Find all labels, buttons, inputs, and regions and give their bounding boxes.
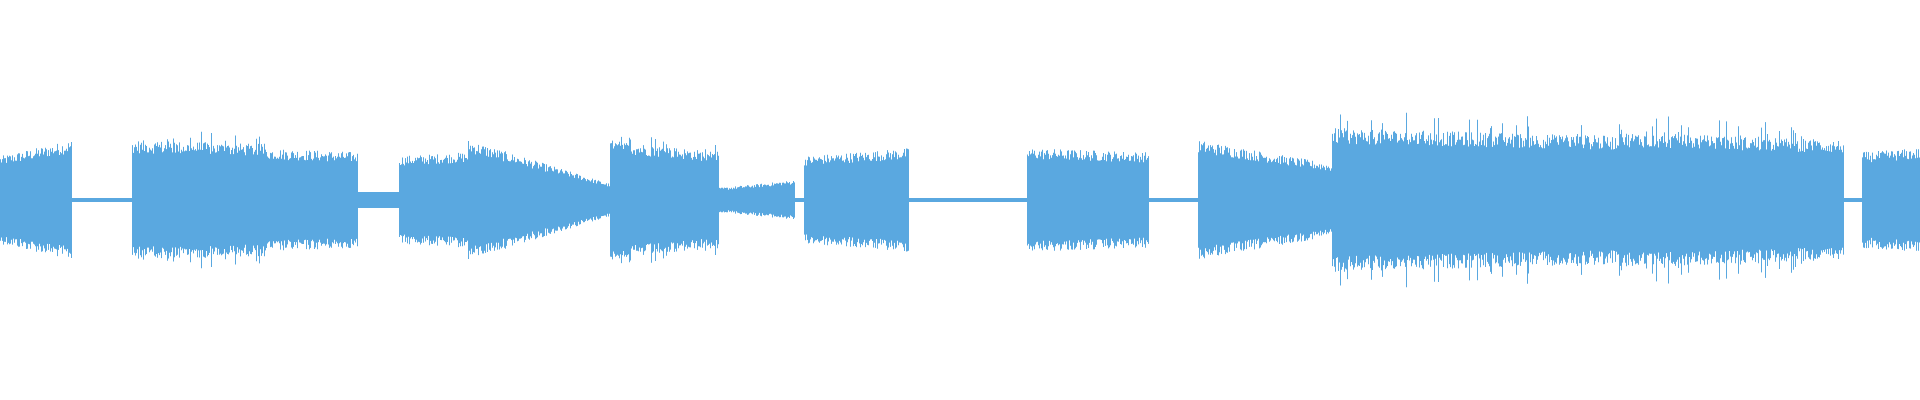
waveform-trace <box>0 112 1920 288</box>
